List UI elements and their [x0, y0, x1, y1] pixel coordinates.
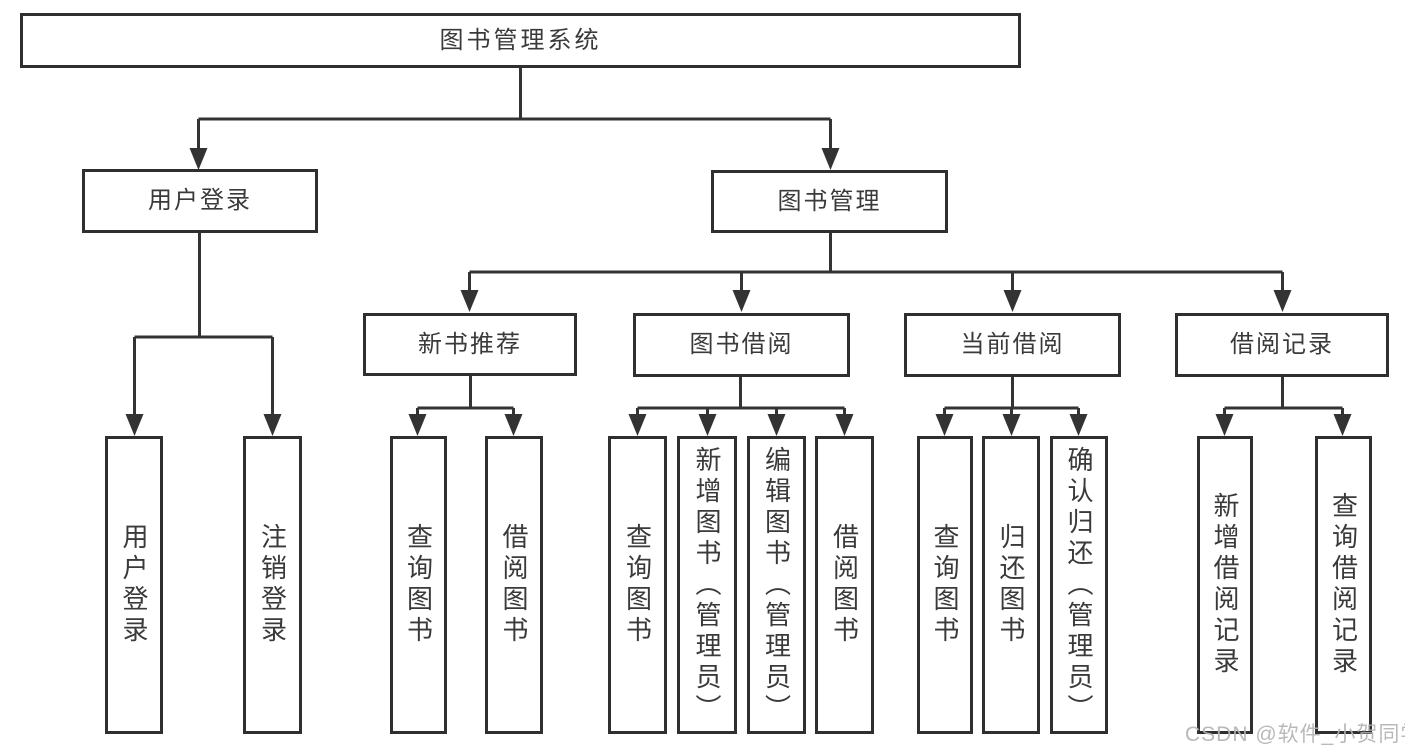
node-label: 查询借阅记录	[1328, 492, 1359, 678]
leaf-user-login: 用户登录	[105, 436, 163, 734]
csdn-watermark: CSDN @软件_小贺同学	[1185, 723, 1405, 746]
node-label: 用户登录	[119, 523, 149, 647]
leaf-query-books-newbooks: 查询图书	[390, 436, 447, 734]
node-label: 编辑图书（管理员）	[761, 445, 792, 725]
leaf-add-borrow-record: 新增借阅记录	[1197, 436, 1253, 734]
node-label: 图书借阅	[689, 331, 794, 358]
connector-borrowing-records-to-leaves	[1223, 376, 1344, 418]
arrowheads	[125, 148, 1352, 436]
connector-root-to-level2	[197, 68, 832, 152]
connector-book-mgmt-to-modules	[468, 233, 1284, 294]
node-label: 用户登录	[148, 187, 252, 214]
node-label: 注销登录	[257, 523, 288, 647]
node-label: 归还图书	[996, 523, 1026, 647]
node-new-book-recommendation: 新书推荐	[363, 313, 577, 376]
node-label: 查询图书	[622, 523, 653, 647]
leaf-borrow-books-newbooks: 借阅图书	[485, 436, 543, 734]
node-current-borrowing: 当前借阅	[904, 313, 1121, 377]
node-label: 新增图书（管理员）	[692, 445, 722, 725]
node-book-borrowing: 图书借阅	[633, 313, 850, 377]
node-label: 新书推荐	[418, 330, 522, 358]
leaf-query-books-current: 查询图书	[917, 436, 973, 734]
leaf-query-books-borrowing: 查询图书	[608, 436, 667, 734]
node-library-management-system: 图书管理系统	[20, 13, 1021, 68]
leaf-return-books: 归还图书	[982, 436, 1040, 734]
node-label: 图书管理	[777, 187, 882, 215]
connector-book-borrowing-to-leaves	[636, 376, 846, 418]
connector-new-books-to-leaves	[416, 376, 515, 418]
node-label: 确认归还（管理员）	[1064, 445, 1094, 725]
leaf-edit-books-admin: 编辑图书（管理员）	[747, 436, 806, 734]
leaf-borrow-books-borrowing: 借阅图书	[815, 436, 874, 734]
leaf-confirm-return-admin: 确认归还（管理员）	[1050, 436, 1108, 734]
node-label: 图书管理系统	[439, 26, 602, 54]
leaf-add-books-admin: 新增图书（管理员）	[677, 436, 737, 734]
node-label: 查询图书	[403, 523, 434, 647]
node-label: 查询图书	[930, 523, 960, 647]
leaf-logout: 注销登录	[243, 436, 302, 734]
node-label: 借阅记录	[1230, 331, 1334, 358]
connector-current-borrowing-to-leaves	[943, 376, 1080, 418]
connector-user-login-to-leaves	[133, 233, 274, 418]
node-label: 当前借阅	[960, 331, 1065, 358]
node-label: 借阅图书	[829, 523, 860, 647]
node-label: 借阅图书	[499, 523, 529, 647]
node-label: 新增借阅记录	[1210, 492, 1240, 678]
leaf-query-borrow-record: 查询借阅记录	[1315, 436, 1372, 734]
node-user-login: 用户登录	[82, 169, 318, 233]
node-book-management: 图书管理	[711, 170, 948, 233]
node-borrowing-records: 借阅记录	[1175, 313, 1389, 377]
